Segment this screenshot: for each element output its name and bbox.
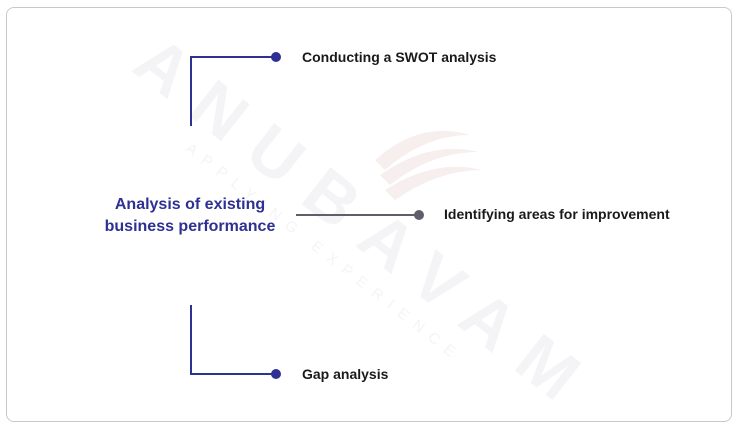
branch-label-improvement: Identifying areas for improvement bbox=[444, 206, 670, 222]
branch-label-swot: Conducting a SWOT analysis bbox=[302, 49, 497, 65]
connector-gap bbox=[190, 305, 276, 375]
connector-swot bbox=[190, 56, 276, 126]
branch-label-gap: Gap analysis bbox=[302, 366, 389, 382]
central-topic-line-1: Analysis of existing bbox=[114, 196, 266, 213]
central-topic: Analysis of existing business performanc… bbox=[90, 194, 290, 238]
node-dot-swot bbox=[271, 52, 281, 62]
node-dot-improvement bbox=[414, 210, 424, 220]
node-dot-gap bbox=[271, 369, 281, 379]
central-topic-line-2: business performance bbox=[104, 218, 276, 235]
